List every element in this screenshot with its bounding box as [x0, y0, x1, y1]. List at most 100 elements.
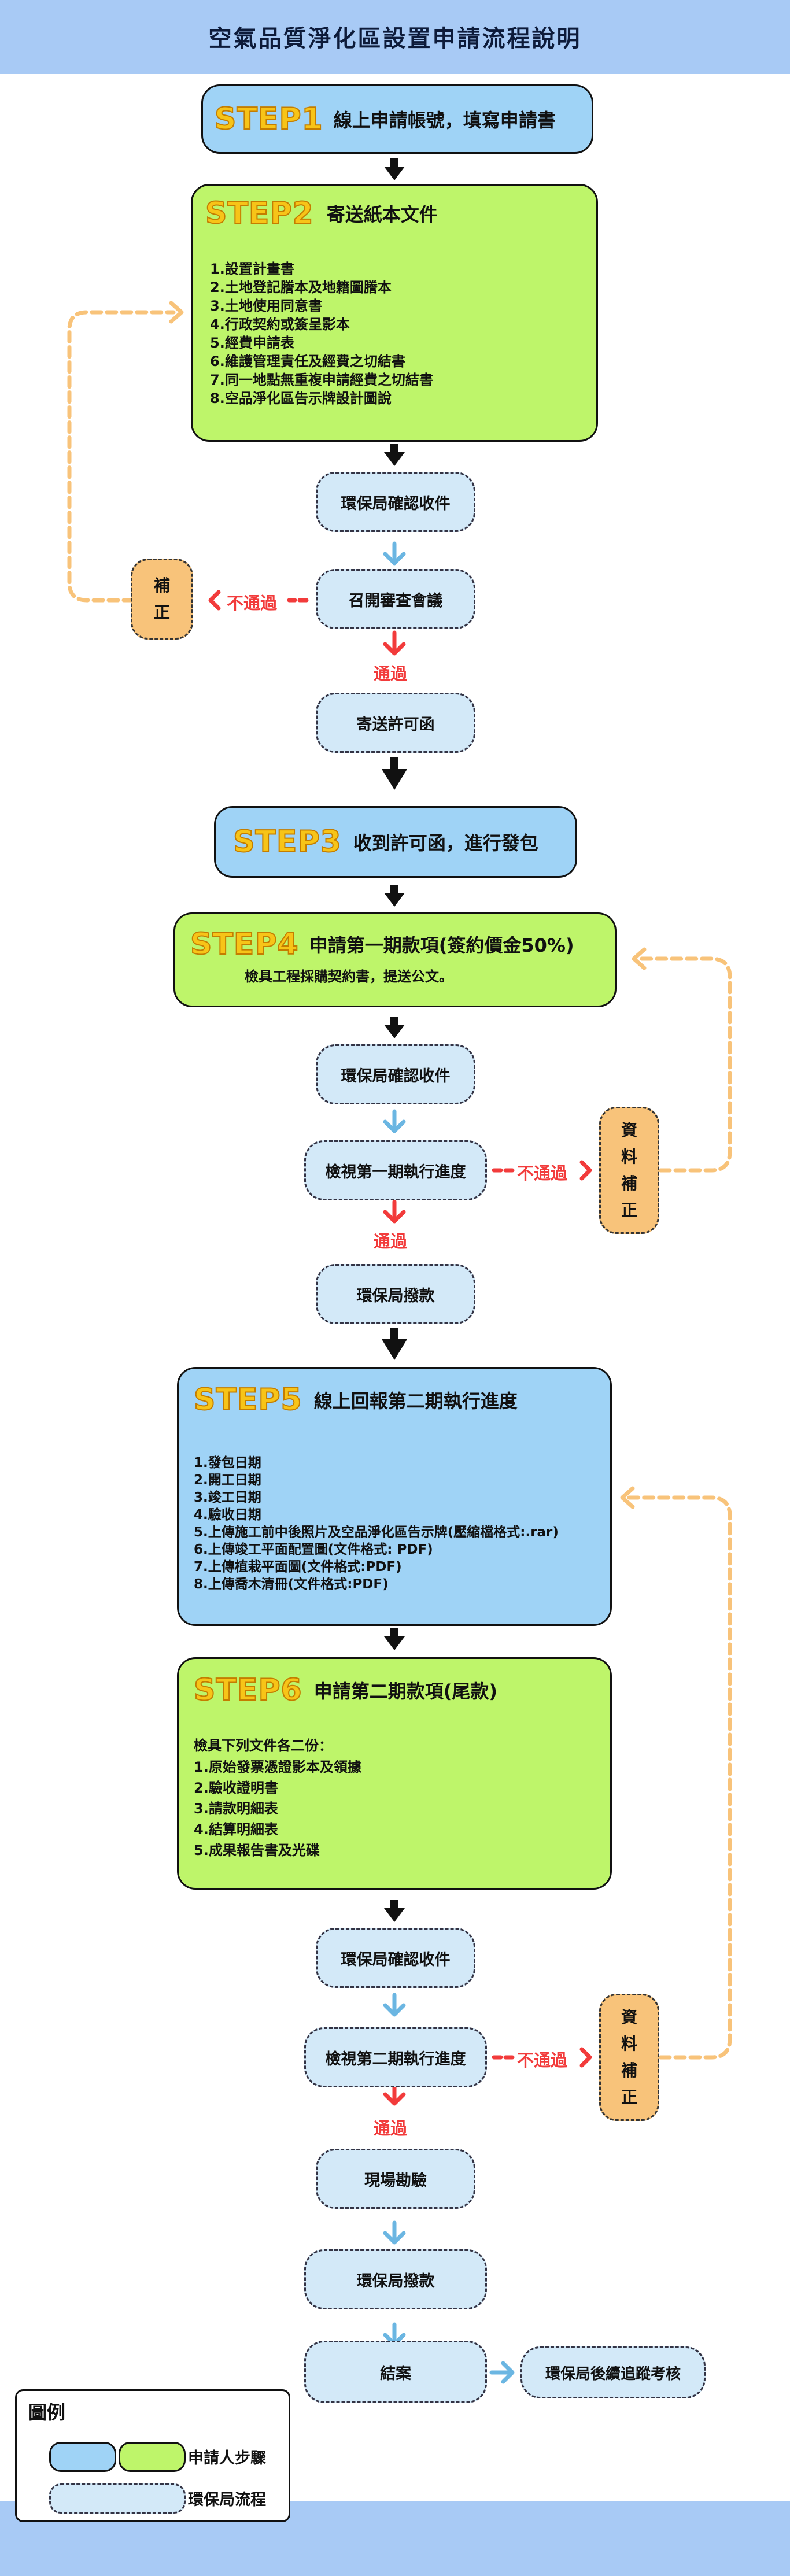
legend-applicant-label: 申請人步驟: [188, 2449, 266, 2467]
list-item: 3.土地使用同意書: [210, 298, 322, 314]
epa-disbursement-2: 環保局撥款: [304, 2249, 487, 2309]
step2-box: STEP2 寄送紙本文件 1.設置計畫書 2.土地登記謄本及地籍圖謄本 3.土地…: [191, 184, 598, 442]
step1-box: STEP1 線上申請帳號，填寫申請書: [201, 84, 593, 154]
epa-confirm-receipt-3: 環保局確認收件: [316, 1928, 475, 1988]
supplement-box-2: 資 料 補 正: [599, 1107, 659, 1234]
arrow-pay-step5: [382, 1328, 407, 1360]
arrow-step2-confirm: [384, 444, 405, 466]
fail-arrow-3: [492, 2047, 592, 2068]
blue-arrow-1: [383, 541, 406, 566]
black-arrows: [382, 158, 407, 1922]
loop-2: [634, 956, 732, 1173]
epa-disbursement-1: 環保局撥款: [316, 1264, 475, 1324]
blue-arrow-2: [383, 1109, 406, 1133]
supplement-char: 料: [621, 1147, 637, 1166]
blue-arrow-4: [383, 2220, 406, 2245]
step6-box: STEP6 申請第二期款項(尾款) 檢具下列文件各二份： 1.原始發票憑證影本及…: [177, 1657, 612, 1890]
list-item: 6.上傳竣工平面配置圖(文件格式: PDF): [194, 1542, 433, 1557]
list-item: 8.空品淨化區告示牌設計圖說: [210, 390, 392, 406]
list-item: 5.成果報告書及光碟: [194, 1842, 320, 1858]
supplement-char: 料: [621, 2034, 637, 2053]
supplement-char: 補: [621, 2061, 637, 2080]
loop-3: [622, 1495, 732, 2060]
list-item: 4.驗收日期: [194, 1507, 261, 1522]
epa-confirm-receipt-2: 環保局確認收件: [316, 1044, 475, 1104]
legend-swatch-green: [119, 2442, 186, 2472]
step5-title: 線上回報第二期執行進度: [313, 1390, 518, 1412]
list-item: 5.經費申請表: [210, 335, 294, 351]
supplement-char: 正: [153, 603, 170, 622]
step4-tag: STEP4: [190, 926, 299, 962]
list-item: 2.驗收證明書: [194, 1780, 278, 1796]
list-item: 1.發包日期: [194, 1455, 261, 1470]
step5-box: STEP5 線上回報第二期執行進度 1.發包日期 2.開工日期 3.竣工日期 4…: [177, 1367, 612, 1626]
blue-arrows: [383, 541, 515, 2384]
legend-title: 圖例: [28, 2401, 66, 2423]
step6-intro: 檢具下列文件各二份：: [194, 1738, 333, 1754]
arrow-step5-step6: [384, 1628, 405, 1650]
orange-loop-heads: [169, 301, 647, 1509]
pass-label-1: 通過: [374, 664, 408, 683]
pass-label-2: 通過: [374, 1232, 408, 1251]
step6-doc-list: 1.原始發票憑證影本及領據 2.驗收證明書 3.請款明細表 4.結算明細表 5.…: [194, 1757, 610, 1861]
orange-loops: [67, 310, 732, 2060]
step3-box: STEP3 收到許可函，進行發包: [214, 806, 577, 878]
epa-followup-assessment: 環保局後續追蹤考核: [520, 2346, 706, 2398]
list-item: 1.原始發票憑證影本及領據: [194, 1759, 361, 1775]
legend-epa-label: 環保局流程: [188, 2491, 266, 2509]
list-item: 2.土地登記謄本及地籍圖謄本: [210, 279, 392, 295]
review-phase2-progress: 檢視第二期執行進度: [304, 2027, 487, 2087]
supplement-box-3: 資 料 補 正: [599, 1994, 659, 2121]
supplement-box-1: 補 正: [131, 559, 193, 640]
supplement-char: 資: [621, 2008, 637, 2027]
epa-confirm-receipt-1: 環保局確認收件: [316, 472, 475, 532]
step5-tag: STEP5: [193, 1382, 302, 1418]
step6-title: 申請第二期款項(尾款): [313, 1680, 498, 1702]
legend-swatch-epa: [49, 2483, 186, 2514]
step1-title: 線上申請帳號，填寫申請書: [333, 109, 556, 131]
arrow-permit-step3: [382, 757, 407, 790]
step4-subtitle: 檢具工程採購契約書，提送公文。: [245, 969, 453, 985]
list-item: 4.行政契約或簽呈影本: [210, 316, 350, 332]
arrow-step6-confirm: [384, 1900, 405, 1922]
step2-tag: STEP2: [205, 195, 314, 231]
legend-swatch-blue: [49, 2442, 116, 2472]
send-permit-letter: 寄送許可函: [316, 693, 475, 753]
step3-title: 收到許可函，進行發包: [353, 832, 538, 854]
arrow-step4-confirm: [384, 1017, 405, 1038]
fail-label-3: 不通過: [517, 2050, 568, 2070]
step4-box: STEP4 申請第一期款項(簽約價金50%) 檢具工程採購契約書，提送公文。: [173, 912, 617, 1007]
red-arrow-2: [383, 1199, 406, 1224]
loop-1: [67, 310, 176, 603]
fail-arrow-2: [492, 1160, 592, 1181]
step6-tag: STEP6: [193, 1672, 302, 1708]
step1-tag: STEP1: [214, 101, 323, 137]
supplement-char: 正: [621, 1200, 637, 1219]
list-item: 1.設置計畫書: [210, 261, 294, 277]
supplement-char: 補: [621, 1174, 637, 1193]
blue-arrow-6: [489, 2361, 515, 2384]
site-inspection: 現場勘驗: [316, 2149, 475, 2209]
list-item: 7.上傳植栽平面圖(文件格式:PDF): [194, 1559, 402, 1575]
red-fail-arrows: [208, 590, 592, 2068]
fail-label-1: 不通過: [227, 593, 278, 613]
page-title: 空氣品質淨化區設置申請流程說明: [208, 25, 582, 52]
supplement-char: 正: [621, 2087, 637, 2106]
step5-report-list: 1.發包日期 2.開工日期 3.竣工日期 4.驗收日期 5.上傳施工前中後照片及…: [194, 1454, 610, 1593]
supplement-char: 補: [153, 576, 170, 595]
blue-arrow-3: [383, 1993, 406, 2017]
step3-tag: STEP3: [232, 824, 342, 860]
arrow-step1-step2: [384, 158, 405, 180]
step2-title: 寄送紙本文件: [326, 204, 438, 226]
step2-doc-list: 1.設置計畫書 2.土地登記謄本及地籍圖謄本 3.土地使用同意書 4.行政契約或…: [210, 260, 596, 408]
list-item: 5.上傳施工前中後照片及空品淨化區告示牌(壓縮檔格式:.rar): [194, 1525, 559, 1540]
step4-title: 申請第一期款項(簽約價金50%): [309, 934, 574, 956]
list-item: 6.維護管理責任及經費之切結書: [210, 353, 405, 369]
review-phase1-progress: 檢視第一期執行進度: [304, 1140, 487, 1200]
fail-arrow-1: [208, 590, 309, 611]
pass-label-3: 通過: [374, 2119, 408, 2138]
list-item: 3.請款明細表: [194, 1801, 278, 1817]
list-item: 2.開工日期: [194, 1473, 261, 1488]
supplement-char: 資: [621, 1121, 637, 1140]
